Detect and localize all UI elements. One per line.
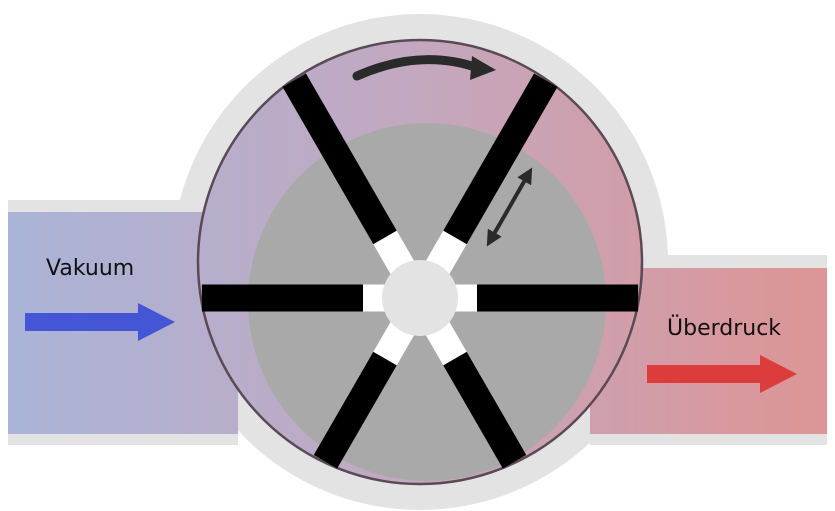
vane-1 bbox=[443, 73, 558, 245]
vane-4 bbox=[313, 351, 397, 469]
rotor-hub bbox=[382, 260, 458, 336]
rotation-direction-arrow bbox=[352, 55, 483, 81]
outlet-flow-arrow bbox=[647, 355, 797, 393]
rotation-arrowhead bbox=[470, 56, 496, 80]
vane-6 bbox=[282, 73, 397, 245]
vane-travel-arrow bbox=[486, 167, 533, 247]
vane-3 bbox=[443, 351, 527, 469]
inlet-flow-arrow bbox=[25, 303, 175, 341]
inlet-label: Vakuum bbox=[46, 256, 134, 281]
outlet-label: Überdruck bbox=[667, 315, 781, 341]
